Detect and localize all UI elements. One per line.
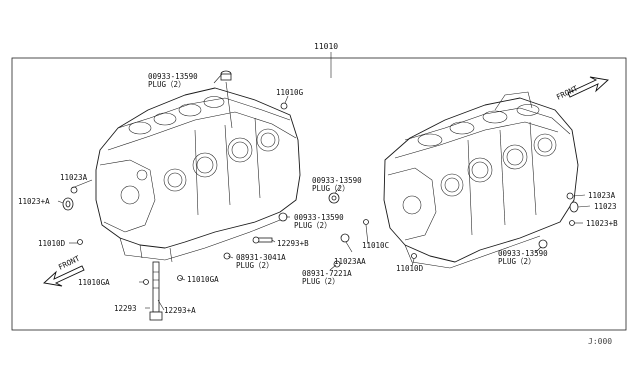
bolt-11023a-right-part (566, 192, 574, 200)
label-11023b-right: 11023+B (586, 219, 618, 228)
plug-top-part (220, 70, 232, 81)
plug-center-part (328, 192, 340, 204)
label-11010ga-left: 11010GA (78, 278, 110, 287)
label-12293-b: 12293+B (277, 239, 309, 248)
label-plug-mid: 00933-13590 (294, 213, 344, 222)
drawing-code: J:000 (588, 337, 612, 346)
washer-11023a-left-part (62, 197, 74, 211)
label-plug-3041a: 08931-3041A (236, 253, 286, 262)
label-plug-top-qty: PLUG（2） (148, 80, 186, 89)
label-plug-top: 00933-13590 (148, 72, 198, 81)
front-arrow-right-icon (567, 76, 609, 98)
plug-mid-part (278, 212, 288, 222)
bolt-12293b-part (252, 236, 273, 244)
part-11023aa (340, 233, 350, 243)
bolt-12293-part (149, 261, 163, 321)
washer-11023-right-part (569, 201, 579, 213)
pin-11010ga-left-part (143, 279, 149, 285)
label-plug-7221a: 08931-7221A (302, 269, 352, 278)
label-11023a-right: 11023A (588, 191, 616, 200)
label-plug-3041a-qty: PLUG（2） (236, 261, 274, 270)
label-11023a-plus-left: 11023+A (18, 197, 50, 206)
pin-11023b-right-part (569, 220, 575, 226)
label-11010d-left: 11010D (38, 239, 66, 248)
label-plug-right-qty: PLUG（2） (498, 257, 536, 266)
label-plug-7221a-qty: PLUG（2） (302, 277, 340, 286)
label-11010d-right: 11010D (396, 264, 424, 273)
label-11010c: 11010C (362, 241, 389, 250)
right-engine-block (383, 91, 579, 269)
leader-lines (57, 73, 591, 311)
label-11010ga-mid: 11010GA (187, 275, 219, 284)
label-11010g: 11010G (276, 88, 304, 97)
label-12293-a: 12293+A (164, 306, 196, 315)
plug-right-part (538, 239, 548, 249)
label-plug-center-qty: PLUG（2） (312, 184, 350, 193)
label-plug-mid-qty: PLUG（2） (294, 221, 332, 230)
label-12293: 12293 (114, 304, 137, 313)
front-arrow-left-icon (43, 265, 85, 287)
label-11023a-left: 11023A (60, 173, 88, 182)
left-engine-block (95, 87, 301, 263)
pin-11010d-right-part (411, 253, 417, 259)
label-11023-right: 11023 (594, 202, 617, 211)
label-plug-right: 00933-13590 (498, 249, 548, 258)
label-11023aa: 11023AA (334, 257, 366, 266)
plug-3041a-part (223, 252, 231, 260)
label-plug-center: 00933-13590 (312, 176, 362, 185)
diagram-frame (11, 57, 627, 331)
main-part-number: 11010 (314, 42, 338, 51)
label-front-right: FRONT (555, 84, 580, 102)
bolt-11023a-left-part (70, 186, 78, 194)
pin-11010g-part (280, 102, 288, 110)
pin-11010d-left-part (77, 239, 83, 245)
pin-11010c-part (363, 219, 369, 225)
